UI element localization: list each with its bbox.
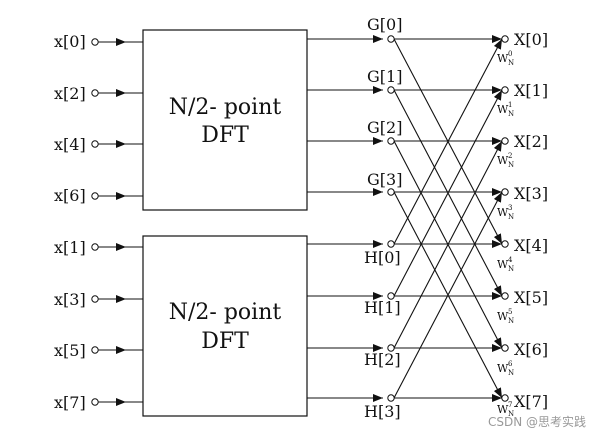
twiddle-factor-1: W 1 N	[497, 101, 514, 118]
signal-nodes	[91, 35, 509, 406]
svg-text:4: 4	[508, 256, 513, 264]
output-node-7	[501, 394, 509, 402]
output-node-3	[501, 188, 509, 196]
h-node-3	[387, 394, 395, 402]
svg-text:6: 6	[508, 360, 513, 368]
butterfly-g-3-to-X7	[393, 191, 503, 399]
svg-text:3: 3	[508, 204, 512, 212]
svg-text:N: N	[508, 161, 514, 169]
dft-box-even-title-line2: DFT	[201, 123, 249, 148]
input-node-4	[91, 243, 99, 251]
twiddle-factor-4: W 4 N	[497, 256, 514, 273]
g-node-3	[387, 188, 395, 196]
svg-text:W: W	[497, 206, 509, 219]
g-label-0: G[0]	[367, 15, 402, 34]
input-node-1	[91, 89, 99, 97]
h-label-3: H[3]	[364, 402, 401, 421]
twiddle-factor-5: W 5 N	[497, 308, 514, 325]
watermark: CSDN @思考实践	[488, 414, 586, 429]
svg-text:W: W	[497, 403, 509, 416]
output-label-X0: X[0]	[514, 30, 548, 49]
twiddle-factor-0: W 0 N	[497, 50, 514, 67]
input-node-3	[91, 192, 99, 200]
svg-text:N: N	[508, 317, 514, 325]
svg-text:W: W	[497, 362, 509, 375]
svg-text:N: N	[508, 410, 514, 418]
svg-text:N: N	[508, 59, 514, 67]
twiddle-factor-7: W 7 N	[497, 401, 514, 418]
dft-box-even	[142, 29, 308, 211]
output-label-X4: X[4]	[514, 236, 548, 255]
svg-text:2: 2	[508, 152, 512, 160]
svg-text:1: 1	[508, 101, 512, 109]
g-label-3: G[3]	[367, 170, 402, 189]
output-label-X7: X[7]	[514, 392, 548, 411]
g-node-1	[387, 86, 395, 94]
output-label-X2: X[2]	[514, 132, 548, 151]
svg-text:N: N	[508, 213, 514, 221]
butterfly-wires	[98, 35, 503, 406]
svg-text:W: W	[497, 103, 509, 116]
output-node-1	[501, 86, 509, 94]
h-label-2: H[2]	[364, 350, 401, 369]
input-label-x5: x[5]	[54, 341, 86, 360]
output-node-5	[501, 292, 509, 300]
h-label-1: H[1]	[364, 298, 401, 317]
input-node-0	[91, 38, 99, 46]
butterfly-g-1-to-X5	[393, 89, 503, 297]
h-node-2	[387, 344, 395, 352]
output-label-X3: X[3]	[514, 184, 548, 203]
h-node-1	[387, 292, 395, 300]
twiddle-factor-3: W 3 N	[497, 204, 514, 221]
svg-text:W: W	[497, 154, 509, 167]
dft-box-odd-title-line1: N/2- point	[169, 300, 282, 325]
dft-box-even-title-line1: N/2- point	[169, 95, 282, 120]
input-node-7	[91, 398, 99, 406]
input-node-2	[91, 140, 99, 148]
input-label-x6: x[6]	[54, 186, 86, 205]
output-label-X1: X[1]	[514, 81, 548, 100]
svg-text:0: 0	[508, 50, 512, 58]
input-label-x4: x[4]	[54, 135, 86, 154]
output-label-X6: X[6]	[514, 340, 548, 359]
output-node-0	[501, 35, 509, 43]
dft-box-odd-title-line2: DFT	[201, 329, 249, 354]
input-label-x3: x[3]	[54, 290, 86, 309]
g-label-1: G[1]	[367, 67, 402, 86]
twiddle-factor-6: W 6 N	[497, 360, 514, 377]
h-node-0	[387, 240, 395, 248]
input-label-x0: x[0]	[54, 32, 86, 51]
g-node-2	[387, 137, 395, 145]
svg-text:W: W	[497, 52, 509, 65]
svg-text:N: N	[508, 265, 514, 273]
input-node-5	[91, 295, 99, 303]
input-label-x1: x[1]	[54, 238, 86, 257]
butterfly-g-0-to-X4	[393, 38, 503, 245]
h-label-0: H[0]	[364, 248, 401, 267]
output-node-2	[501, 137, 509, 145]
butterfly-g-2-to-X6	[393, 140, 503, 349]
svg-text:W: W	[497, 310, 509, 323]
output-label-X5: X[5]	[514, 288, 548, 307]
svg-text:W: W	[497, 258, 509, 271]
dft-box-odd	[142, 235, 308, 417]
svg-text:7: 7	[508, 401, 512, 409]
input-node-6	[91, 346, 99, 354]
input-label-x2: x[2]	[54, 84, 86, 103]
svg-text:N: N	[508, 110, 514, 118]
output-node-4	[501, 240, 509, 248]
g-label-2: G[2]	[367, 118, 402, 137]
svg-text:5: 5	[508, 308, 512, 316]
twiddle-factor-2: W 2 N	[497, 152, 514, 169]
output-node-6	[501, 344, 509, 352]
input-label-x7: x[7]	[54, 393, 86, 412]
g-node-0	[387, 35, 395, 43]
svg-text:N: N	[508, 369, 514, 377]
